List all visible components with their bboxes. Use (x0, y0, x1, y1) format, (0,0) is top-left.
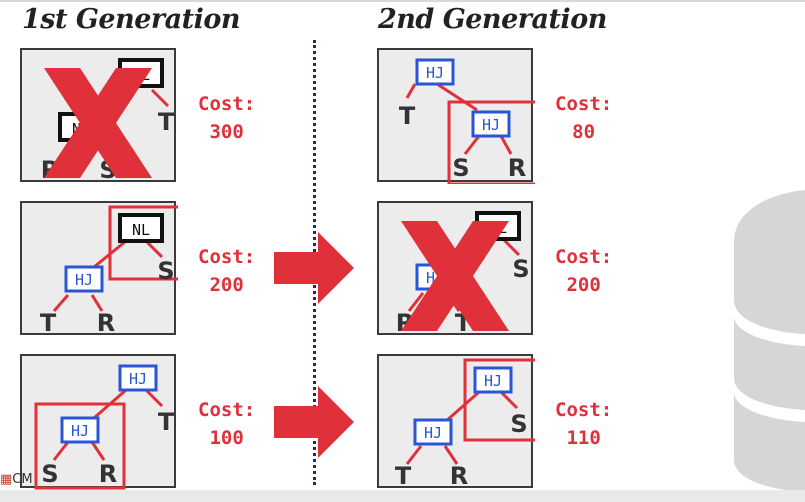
cost-label: Cost: (198, 93, 256, 115)
cost-label: Cost: (555, 246, 613, 268)
cost-g2-3: Cost: 110 (555, 396, 612, 452)
table-t-label: T (158, 108, 175, 136)
table-s-label: S (41, 460, 58, 488)
table-t-label: T (399, 102, 416, 130)
right-arrow-icon (274, 232, 354, 304)
cost-g1-2: Cost: 200 (198, 243, 255, 299)
hj-operator-label: HJ (482, 116, 500, 134)
table-t-label: T (395, 462, 412, 490)
cost-value: 200 (566, 274, 601, 296)
reject-x-mark (401, 221, 509, 331)
table-t-label: T (40, 309, 57, 337)
cost-g2-2: Cost: 200 (555, 243, 612, 299)
plan-g2-2: NL HJ S R T (377, 201, 533, 337)
table-s-label: S (512, 255, 529, 283)
hj-operator-label: HJ (75, 271, 93, 289)
cost-g1-1: Cost: 300 (198, 90, 255, 146)
cost-value: 100 (209, 427, 244, 449)
plan-g2-3: HJ HJ S T R (377, 354, 535, 490)
right-arrow-icon (274, 386, 354, 458)
table-s-label: S (510, 410, 527, 438)
hj-operator-label: HJ (129, 370, 147, 388)
hj-operator-label: HJ (426, 64, 444, 82)
nl-operator-label: NL (132, 221, 150, 239)
table-s-label: S (452, 154, 469, 182)
cost-value: 80 (572, 121, 596, 143)
cost-value: 200 (209, 274, 244, 296)
cost-value: 110 (566, 427, 601, 449)
top-rule (0, 0, 805, 2)
bottom-rule (0, 490, 805, 502)
reject-x-mark (44, 68, 152, 178)
table-r-label: R (99, 460, 117, 488)
table-t-label: T (158, 408, 175, 436)
cost-value: 300 (209, 121, 244, 143)
logo-mark-icon: ▦ (0, 472, 13, 487)
cmu-logo: ▦CM (0, 472, 33, 487)
database-icon (734, 190, 805, 492)
table-r-label: R (450, 462, 468, 490)
hj-operator-label: HJ (424, 424, 442, 442)
table-r-label: R (508, 154, 526, 182)
logo-text: CM (12, 472, 33, 487)
cost-label: Cost: (198, 246, 256, 268)
cost-g2-1: Cost: 80 (555, 90, 612, 146)
second-generation-title: 2nd Generation (378, 4, 607, 35)
first-generation-title: 1st Generation (22, 4, 241, 35)
table-r-label: R (97, 309, 115, 337)
cost-label: Cost: (555, 399, 613, 421)
cost-g1-3: Cost: 100 (198, 396, 255, 452)
plan-g1-1: NL NL T R S (20, 48, 176, 184)
plan-g2-1: HJ HJ T S R (377, 48, 535, 184)
hj-operator-label: HJ (484, 372, 502, 390)
cost-label: Cost: (555, 93, 613, 115)
table-s-label: S (157, 257, 174, 285)
cost-label: Cost: (198, 399, 256, 421)
plan-g1-3: HJ HJ T S R (20, 354, 176, 490)
plan-g1-2: NL HJ S T R (20, 201, 178, 337)
hj-operator-label: HJ (71, 422, 89, 440)
